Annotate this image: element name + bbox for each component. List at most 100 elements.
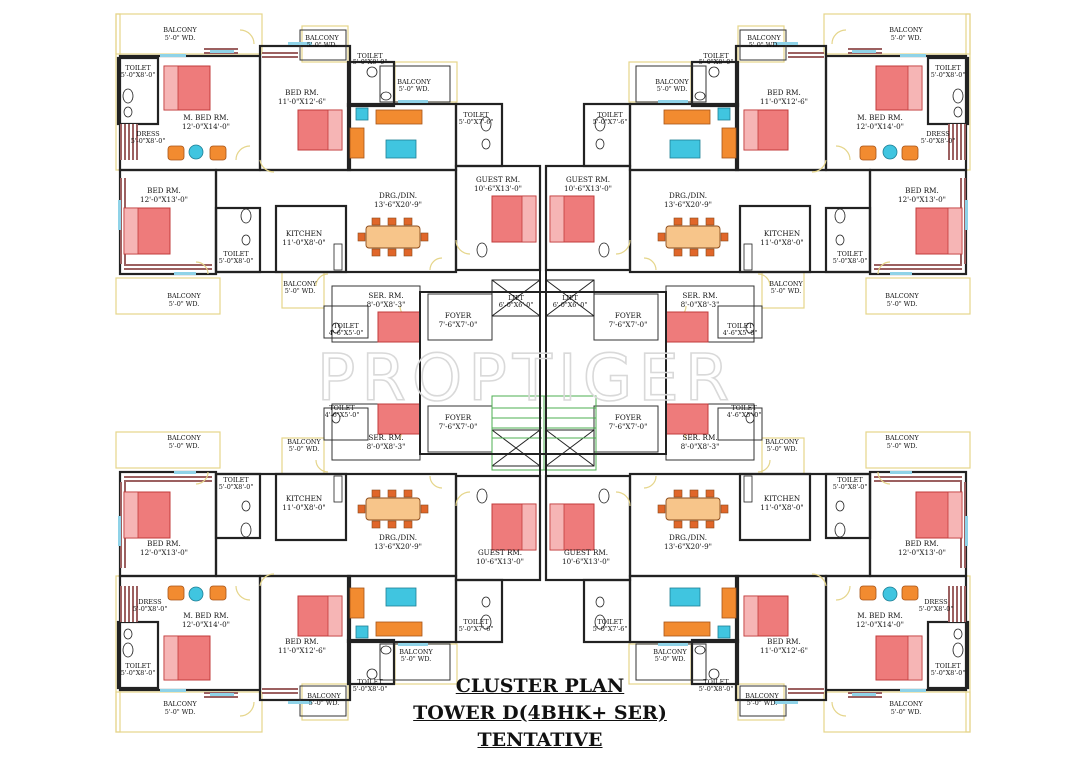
label-bed-dim: 12'-0"X13'-0" xyxy=(140,195,188,204)
plan-subtitle: TOWER D(4BHK+ SER) xyxy=(413,702,667,724)
label-toilet-dim: 4'-6"X5'-0" xyxy=(329,329,364,337)
label-balcony: BALCONY xyxy=(889,26,923,34)
label-toilet: TOILET xyxy=(935,662,961,670)
label-toilet: TOILET xyxy=(125,64,151,72)
label-servant-room: SER. RM. xyxy=(368,291,403,300)
label-dress-dim: 5'-0"X8'-0" xyxy=(921,137,956,145)
label-drawing-dining: DRG./DIN. xyxy=(379,191,417,200)
label-balcony-dim: 5'-0" WD. xyxy=(771,287,802,295)
label-kitchen-dim: 11'-0"X8'-0" xyxy=(760,503,803,512)
label-toilet-dim: 5'-0"X8'-0" xyxy=(353,685,388,693)
label-balcony: BALCONY xyxy=(653,648,687,656)
label-balcony: BALCONY xyxy=(885,292,919,300)
label-balcony: BALCONY xyxy=(287,438,321,446)
label-servant-room-dim: 8'-0"X8'-3" xyxy=(681,300,720,309)
label-balcony: BALCONY xyxy=(765,438,799,446)
labels-top-right: BALCONY 5'-0" WD. TOILET 5'-0"X8'-0" DRE… xyxy=(553,26,966,337)
label-foyer: FOYER xyxy=(445,311,472,320)
label-balcony: BALCONY xyxy=(163,26,197,34)
label-kitchen-dim: 11'-0"X8'-0" xyxy=(282,503,325,512)
label-toilet-dim: 5'-0"X8'-0" xyxy=(931,669,966,677)
label-bed: BED RM. xyxy=(147,186,181,195)
label-balcony: BALCONY xyxy=(885,434,919,442)
label-balcony: BALCONY xyxy=(747,34,781,42)
label-toilet-dim: 5'-0"X8'-0" xyxy=(699,685,734,693)
label-balcony: BALCONY xyxy=(283,280,317,288)
label-toilet: TOILET xyxy=(727,322,753,330)
label-drawing-dining: DRG./DIN. xyxy=(669,191,707,200)
label-dress: DRESS xyxy=(926,130,949,138)
label-balcony: BALCONY xyxy=(307,692,341,700)
label-toilet-dim: 5'-0"X7'-6" xyxy=(593,625,628,633)
label-toilet: TOILET xyxy=(357,678,383,686)
watermark: PROPTIGER xyxy=(317,342,736,416)
label-toilet-dim: 5'-0"X8'-0" xyxy=(833,483,868,491)
label-bed: BED RM. xyxy=(905,186,939,195)
label-servant-room: SER. RM. xyxy=(368,433,403,442)
label-balcony: BALCONY xyxy=(167,292,201,300)
label-bed-dim: 11'-0"X12'-6" xyxy=(278,646,326,655)
label-balcony-dim: 5'-0" WD. xyxy=(285,287,316,295)
label-dress: DRESS xyxy=(136,130,159,138)
label-toilet-dim: 5'-0"X8'-0" xyxy=(699,58,734,66)
label-toilet: TOILET xyxy=(935,64,961,72)
label-toilet: TOILET xyxy=(223,476,249,484)
label-toilet: TOILET xyxy=(703,52,729,60)
label-balcony-dim: 5'-0" WD. xyxy=(887,442,918,450)
label-toilet-dim: 5'-0"X7'-6" xyxy=(459,118,494,126)
label-drawing-dining-dim: 13'-6"X20'-9" xyxy=(374,542,422,551)
label-bed-dim: 12'-0"X13'-0" xyxy=(140,548,188,557)
label-master-bed-dim: 12'-0"X14'-0" xyxy=(856,122,904,131)
label-balcony-dim: 5'-0" WD. xyxy=(307,41,338,49)
label-toilet-dim: 4'-6"X5'-0" xyxy=(723,329,758,337)
labels-top-left: BALCONY 5'-0" WD. TOILET 5'-0"X8'-0" DRE… xyxy=(121,26,534,337)
plan-status: TENTATIVE xyxy=(477,729,603,751)
label-bed-dim: 11'-0"X12'-6" xyxy=(760,97,808,106)
label-kitchen-dim: 11'-0"X8'-0" xyxy=(282,238,325,247)
label-foyer: FOYER xyxy=(615,413,642,422)
label-foyer: FOYER xyxy=(445,413,472,422)
label-drawing-dining-dim: 13'-6"X20'-9" xyxy=(664,542,712,551)
label-balcony: BALCONY xyxy=(305,34,339,42)
label-kitchen: KITCHEN xyxy=(286,494,322,503)
label-toilet: TOILET xyxy=(597,111,623,119)
label-guest-dim: 10'-6"X13'-0" xyxy=(474,184,522,193)
label-kitchen: KITCHEN xyxy=(764,494,800,503)
label-bed: BED RM. xyxy=(285,637,319,646)
label-toilet-dim: 5'-0"X8'-0" xyxy=(121,669,156,677)
label-dress-dim: 5'-0"X8'-0" xyxy=(133,605,168,613)
label-toilet-dim: 5'-0"X8'-0" xyxy=(353,58,388,66)
label-balcony-dim: 5'-0" WD. xyxy=(289,445,320,453)
label-bed-dim: 12'-0"X13'-0" xyxy=(898,195,946,204)
staircase xyxy=(491,395,597,471)
label-toilet-dim: 5'-0"X8'-0" xyxy=(931,71,966,79)
label-bed: BED RM. xyxy=(147,539,181,548)
label-balcony: BALCONY xyxy=(889,700,923,708)
plan-title: CLUSTER PLAN xyxy=(455,675,625,697)
label-balcony: BALCONY xyxy=(655,78,689,86)
label-balcony-dim: 5'-0" WD. xyxy=(657,85,688,93)
label-master-bed-dim: 12'-0"X14'-0" xyxy=(856,620,904,629)
label-master-bed: M. BED RM. xyxy=(183,611,229,620)
label-kitchen: KITCHEN xyxy=(286,229,322,238)
label-toilet-dim: 5'-0"X8'-0" xyxy=(219,483,254,491)
label-balcony-dim: 5'-0" WD. xyxy=(165,34,196,42)
label-balcony: BALCONY xyxy=(399,648,433,656)
label-toilet-dim: 4'-6"X5'-0" xyxy=(727,411,762,419)
label-foyer-dim: 7'-6"X7'-0" xyxy=(609,320,648,329)
label-balcony-dim: 5'-0" WD. xyxy=(169,300,200,308)
label-lift-dim: 6'-0"X6'-0" xyxy=(553,301,588,309)
label-drawing-dining: DRG./DIN. xyxy=(379,533,417,542)
label-servant-room-dim: 8'-0"X8'-3" xyxy=(367,442,406,451)
label-master-bed: M. BED RM. xyxy=(183,113,229,122)
label-guest: GUEST RM. xyxy=(476,175,520,184)
label-toilet: TOILET xyxy=(837,476,863,484)
label-guest: GUEST RM. xyxy=(564,548,608,557)
label-balcony: BALCONY xyxy=(745,692,779,700)
labels-bottom-right: BALCONY 5'-0" WD. TOILET 5'-0"X8'-0" DRE… xyxy=(562,404,965,716)
label-dress-dim: 5'-0"X8'-0" xyxy=(919,605,954,613)
label-kitchen: KITCHEN xyxy=(764,229,800,238)
label-bed-dim: 12'-0"X13'-0" xyxy=(898,548,946,557)
label-foyer-dim: 7'-6"X7'-0" xyxy=(609,422,648,431)
label-guest-dim: 10'-6"X13'-0" xyxy=(564,184,612,193)
